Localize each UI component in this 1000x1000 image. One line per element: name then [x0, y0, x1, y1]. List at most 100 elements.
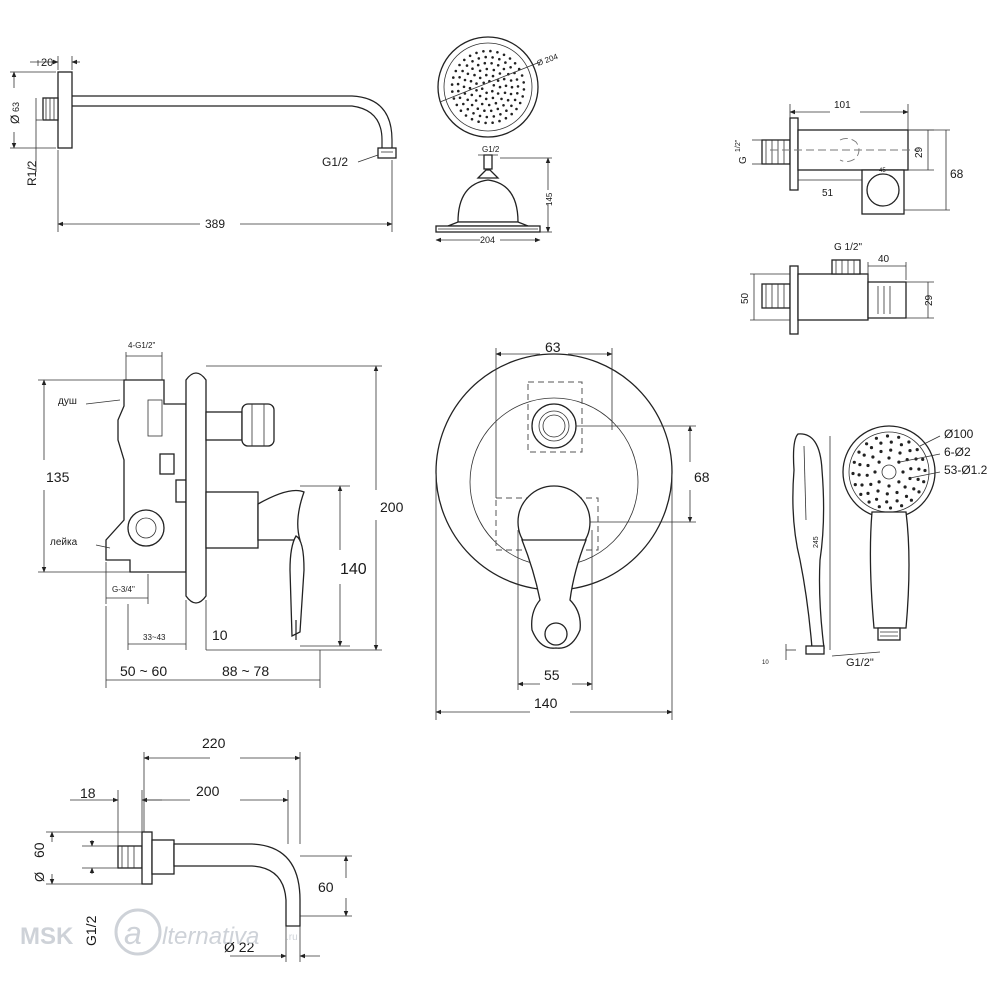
- hand-shower-nozzle: [912, 487, 916, 491]
- shower-head-nozzle: [483, 61, 487, 65]
- mixer-thread-bottom: G-3/4": [112, 585, 135, 594]
- hand-shower-nozzle: [858, 463, 862, 467]
- shower-head-nozzle: [457, 89, 460, 93]
- mixer-outlet-port: [127, 509, 165, 547]
- hand-shower-nozzle: [869, 446, 874, 450]
- shower-head-nozzle: [466, 72, 470, 76]
- shower-head-nozzle: [478, 114, 482, 118]
- hand-shower-nozzle: [915, 448, 919, 452]
- shower-head-nozzle: [477, 120, 480, 123]
- shower-head-nozzle: [492, 68, 496, 72]
- shower-arm-drawing: 20 Ø 63 R1/2 G1/2 389: [8, 56, 397, 232]
- shower-head-nozzle: [452, 97, 456, 100]
- shower-head-nozzle: [502, 77, 506, 81]
- shower-head-nozzle: [510, 85, 514, 89]
- shower-head-nozzle: [466, 107, 470, 111]
- hand-shower-nozzle: [909, 467, 913, 471]
- shower-head-nozzle: [496, 64, 500, 67]
- holder-inner-dim: 45: [879, 168, 886, 174]
- hand-shower-spec-1: Ø100: [944, 427, 974, 441]
- shower-head-nozzle: [462, 85, 466, 89]
- hand-shower-nozzle: [908, 449, 912, 453]
- hand-shower-nozzle: [897, 435, 901, 439]
- hand-shower-nozzle: [889, 440, 893, 444]
- shower-head-nozzle: [463, 58, 466, 62]
- shower-head-nozzle: [502, 53, 506, 57]
- shower-head-nozzle: [465, 64, 469, 67]
- shower-head-nozzle: [454, 69, 458, 73]
- shower-head-nozzle: [461, 69, 464, 73]
- hand-shower-nozzle: [862, 453, 866, 457]
- mixer-wall-plate: [185, 372, 207, 604]
- hand-shower-nozzle: [888, 506, 893, 510]
- watermark-brand: MSK: [20, 923, 74, 950]
- front-dim-63: 63: [545, 339, 561, 355]
- hand-shower-nozzle: [852, 460, 856, 464]
- hand-shower-nozzle: [865, 473, 869, 477]
- hand-shower-nozzle: [895, 499, 899, 503]
- shower-head-nozzle: [468, 54, 472, 58]
- shower-head-nozzle: [510, 104, 513, 108]
- shower-head-nozzle: [485, 115, 489, 119]
- shower-arm-thread-end: G1/2: [322, 155, 348, 169]
- spout-dim-200: 200: [196, 783, 220, 799]
- hand-shower-nozzle: [877, 480, 881, 484]
- spout-drawing: 220 18 200 60 Ø G1/2 60 Ø 22: [31, 735, 352, 962]
- shower-head-nozzle: [473, 73, 476, 77]
- shower-arm-diameter-symbol: Ø: [8, 115, 22, 124]
- hand-shower-nozzle: [879, 449, 883, 454]
- hand-shower-nozzle: [879, 441, 883, 445]
- shower-head-nozzle: [468, 86, 472, 90]
- shower-head-nozzle: [482, 81, 486, 85]
- shower-head-dome: [457, 179, 519, 223]
- mixer-body: [105, 379, 187, 573]
- hand-shower-nozzle: [853, 483, 857, 487]
- shower-head-nozzle: [498, 85, 502, 89]
- mixer-handle-lever: [289, 535, 305, 638]
- shower-arm-length-dim: 389: [205, 217, 225, 231]
- shower-head-nozzle: [487, 103, 491, 107]
- watermark-text: lternativa: [162, 923, 259, 950]
- hand-shower-thread: G1/2": [846, 657, 874, 669]
- hand-shower-nozzle: [901, 470, 905, 474]
- shower-head-nozzle: [491, 121, 494, 124]
- holder-side-right-dim: 29: [924, 294, 935, 306]
- mixer-dim-33-43: 33~43: [143, 633, 166, 642]
- shower-head-nozzle: [471, 67, 474, 70]
- shower-head-nozzle: [450, 83, 454, 86]
- shower-head-nozzle: [509, 92, 513, 96]
- hand-shower-nozzle: [922, 480, 926, 484]
- shower-head-nozzle: [502, 104, 505, 107]
- shower-head-nozzle: [451, 90, 454, 93]
- shower-head-nozzle: [485, 91, 488, 95]
- mixer-dim-88-78: 88 ~ 78: [222, 663, 269, 679]
- shower-head-nozzle: [496, 79, 500, 82]
- holder-side-thread: G 1/2": [834, 242, 862, 253]
- shower-head-nozzle: [485, 67, 489, 71]
- holder-offset-dim: 51: [822, 188, 834, 199]
- shower-head-nozzle: [492, 84, 496, 87]
- spout-dim-60-left: 60: [31, 842, 47, 858]
- hand-shower-nozzle: [877, 460, 881, 464]
- hand-shower-nozzle: [867, 500, 871, 504]
- holder-length-dim: 101: [834, 100, 851, 111]
- shower-head-nozzle: [489, 49, 492, 53]
- shower-head-nozzle: [522, 81, 525, 84]
- shower-head-nozzle: [503, 91, 507, 95]
- spout-dim-220: 220: [202, 735, 226, 751]
- shower-head-nozzle: [458, 96, 462, 100]
- shower-head-nozzle: [513, 98, 517, 102]
- shower-head-nozzle: [477, 57, 481, 60]
- shower-head-nozzle: [484, 121, 487, 125]
- hand-shower-nozzle: [857, 473, 861, 477]
- shower-head-nozzle: [518, 101, 522, 105]
- hand-shower-nozzle: [869, 482, 873, 486]
- mixer-dim-200: 200: [380, 499, 404, 515]
- shower-head-nozzle: [458, 76, 461, 79]
- mixer-dim-50-60: 50 ~ 60: [120, 663, 167, 679]
- hand-shower-nozzle: [899, 443, 904, 447]
- shower-head-nozzle: [504, 116, 508, 120]
- shower-head-nozzle: [475, 82, 478, 85]
- shower-head-nozzle: [496, 107, 500, 111]
